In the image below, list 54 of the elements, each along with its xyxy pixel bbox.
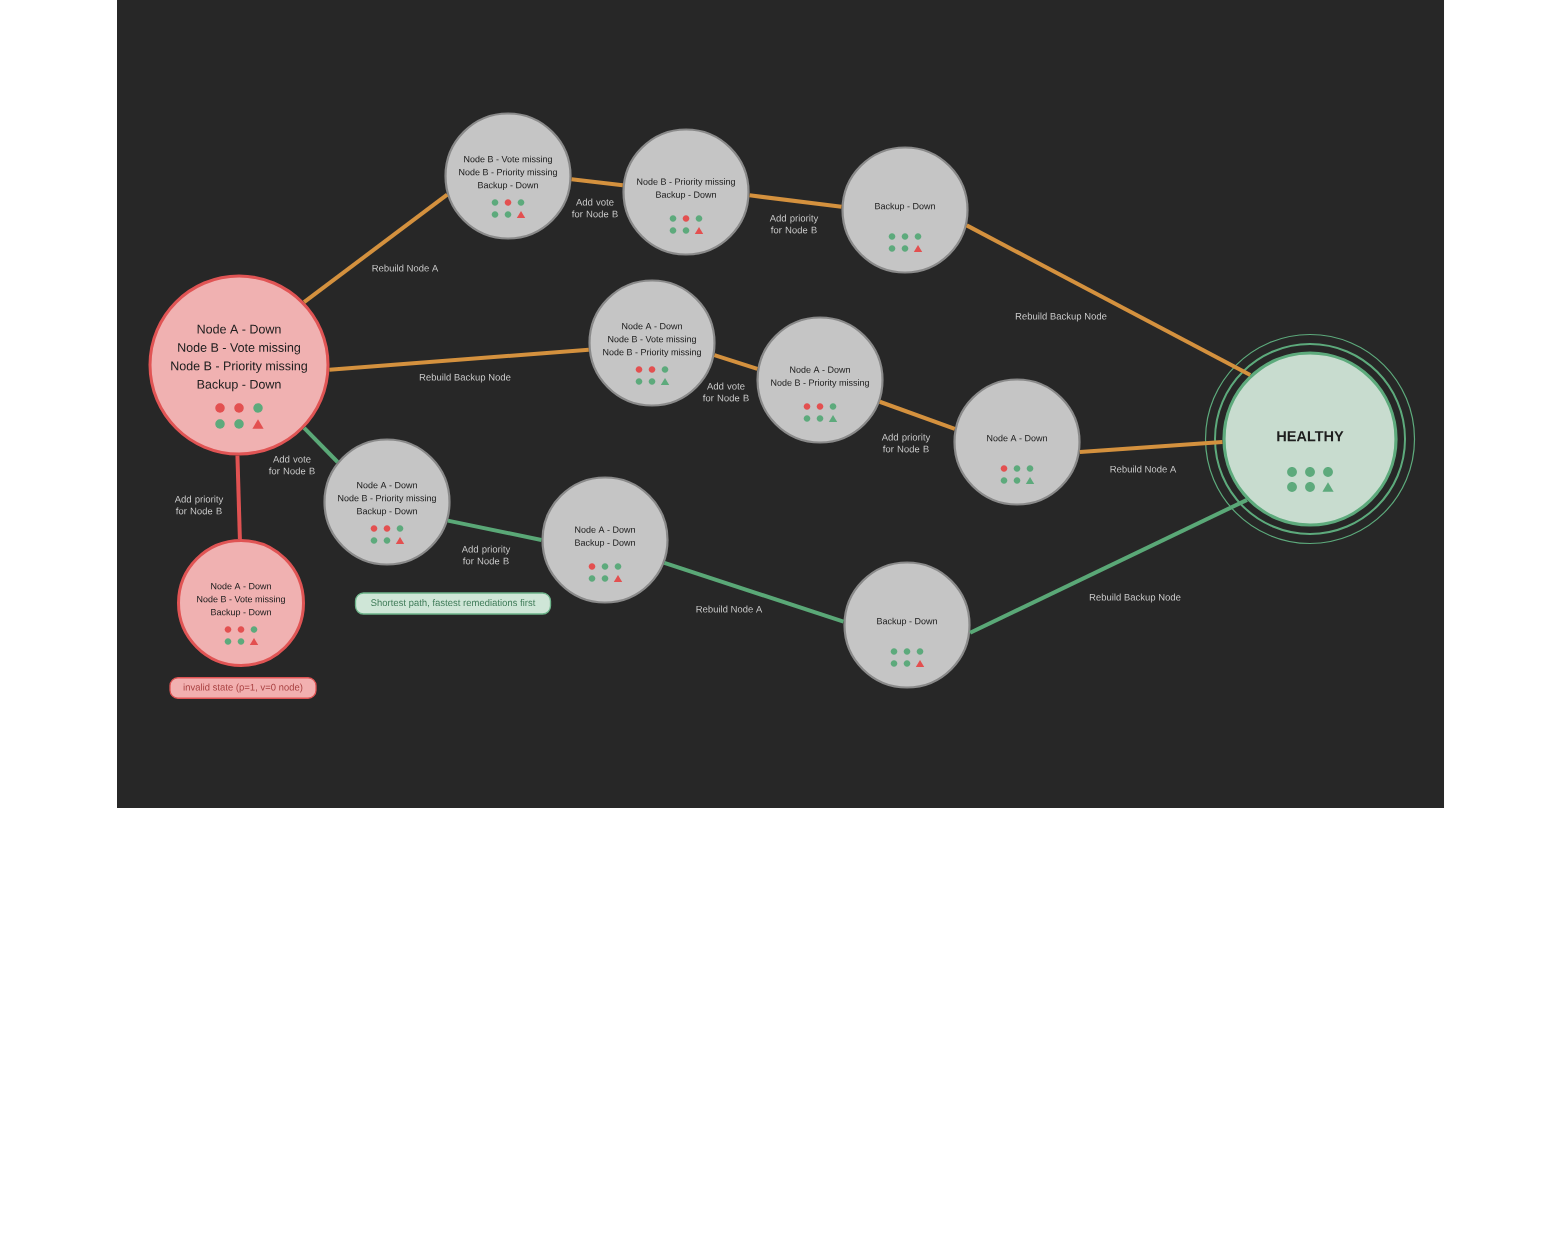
connector-line [447,518,542,542]
status-text: Backup - Down [197,379,281,392]
status-text: Backup - Down [478,181,538,191]
status-text: Backup - Down [877,617,937,627]
status-text: Node B - Priority missing [171,361,307,373]
edge-label: Rebuild Node A [372,264,439,272]
status-text: Node B - Priority missing [637,178,735,187]
status-text: Backup - Down [357,507,417,517]
connector-line [302,193,449,304]
status-text: Node B - Vote missing [464,155,552,165]
edge-label: Add priority for Node B [174,495,224,515]
status-text: Backup - Down [211,608,271,618]
connector-line [571,177,623,188]
edge-label: Add priority for Node B [881,433,931,453]
state-title: HEALTHY [1277,431,1344,442]
edge-label: Rebuild Node A [1110,465,1177,473]
edge-label: Rebuild Backup Node [1089,593,1181,603]
status-text: Node B - Priority missing [603,348,701,358]
note-pill: Shortest path, fastest remediations first [354,592,552,615]
status-text: Node B - Vote missing [608,335,696,345]
edge-label: Rebuild Node A [696,605,763,613]
connector-line [965,223,1252,377]
edge-label: Add priority for Node B [769,214,819,234]
status-text: Node B - Priority missing [338,494,436,504]
edge-label: Add vote for Node B [702,382,749,402]
status-text: Node B - Priority missing [771,379,869,388]
status-text: Node B - Vote missing [197,595,285,605]
connector-line [749,193,842,209]
status-text: Node A - Down [357,481,417,489]
edge-label: Rebuild Backup Node [1015,312,1107,322]
connector-line [713,353,758,371]
connector-line [302,426,339,464]
status-text: Node A - Down [987,434,1047,442]
status-text: Node A - Down [575,526,635,533]
edge-label: Add vote for Node B [268,455,315,475]
status-text: Backup - Down [875,202,935,212]
connector-line [1079,440,1223,454]
edge-label: Add priority for Node B [461,545,511,565]
edge-label: Add vote for Node B [571,198,618,218]
connector-line [663,560,845,624]
connector-line [329,347,589,372]
status-text: Node B - Vote missing [178,342,300,355]
note-pill: invalid state (p=1, v=0 node) [169,677,317,699]
status-text: Node B - Priority missing [459,168,557,178]
status-text: Node A - Down [622,322,682,330]
connector-line [879,399,956,431]
connector-line [235,455,242,540]
status-text: Backup - Down [656,191,716,200]
status-text: Backup - Down [575,539,635,548]
status-text: Node A - Down [211,582,271,590]
edge-label: Rebuild Backup Node [419,373,511,383]
status-text: Node A - Down [790,366,850,373]
connector-line [969,498,1248,635]
status-text: Node A - Down [197,324,281,334]
